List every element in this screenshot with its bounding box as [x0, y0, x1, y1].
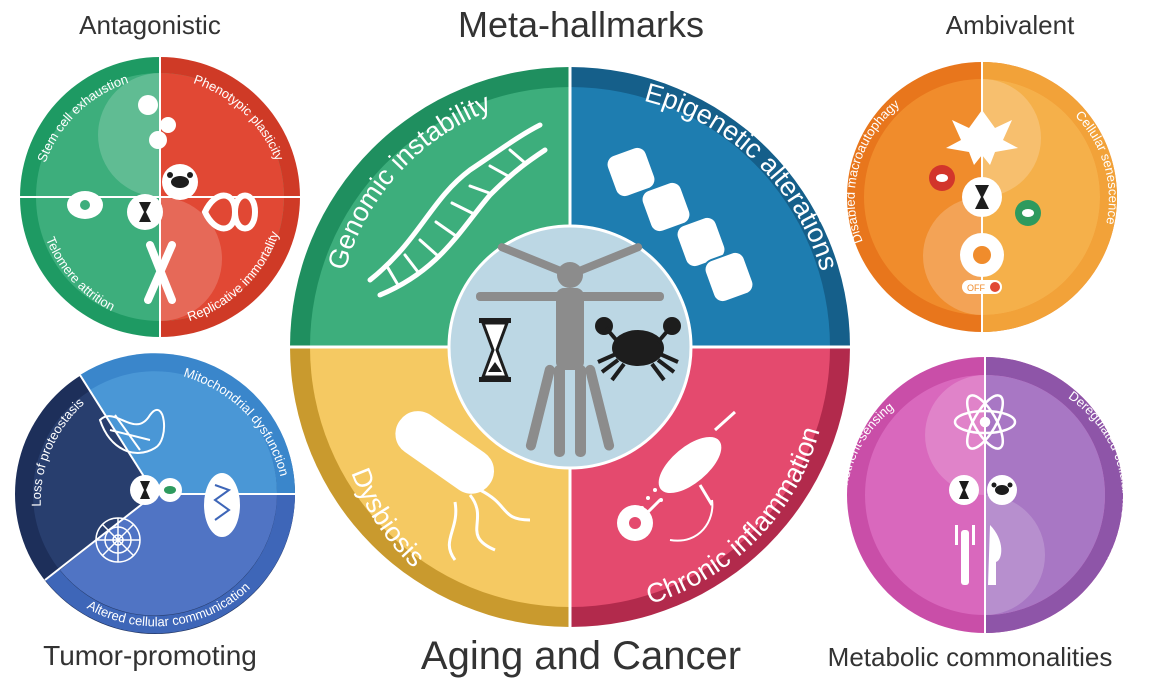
ambivalent-circle: OFF Disabled macroautophagy Cellular sen… — [843, 62, 1121, 332]
crab-icon — [936, 174, 948, 182]
crab-icon — [164, 486, 176, 494]
antagonistic-circle: Stem cell exhaustion Phenotypic plastici… — [20, 57, 300, 337]
meta-hallmarks-circle: Genomic instability Epigenetic alteratio… — [290, 67, 850, 627]
crab-icon — [1022, 209, 1034, 217]
tumor-promoting-circle: Loss of proteostasis Mitochondrial dysfu… — [15, 353, 295, 634]
off-switch-label: OFF — [967, 283, 985, 293]
plastic-cell-icon — [138, 95, 158, 115]
metabolic-circle: Deregulated nutrient-sensing Deregulated… — [834, 357, 1135, 633]
spider-web-icon — [96, 518, 140, 562]
